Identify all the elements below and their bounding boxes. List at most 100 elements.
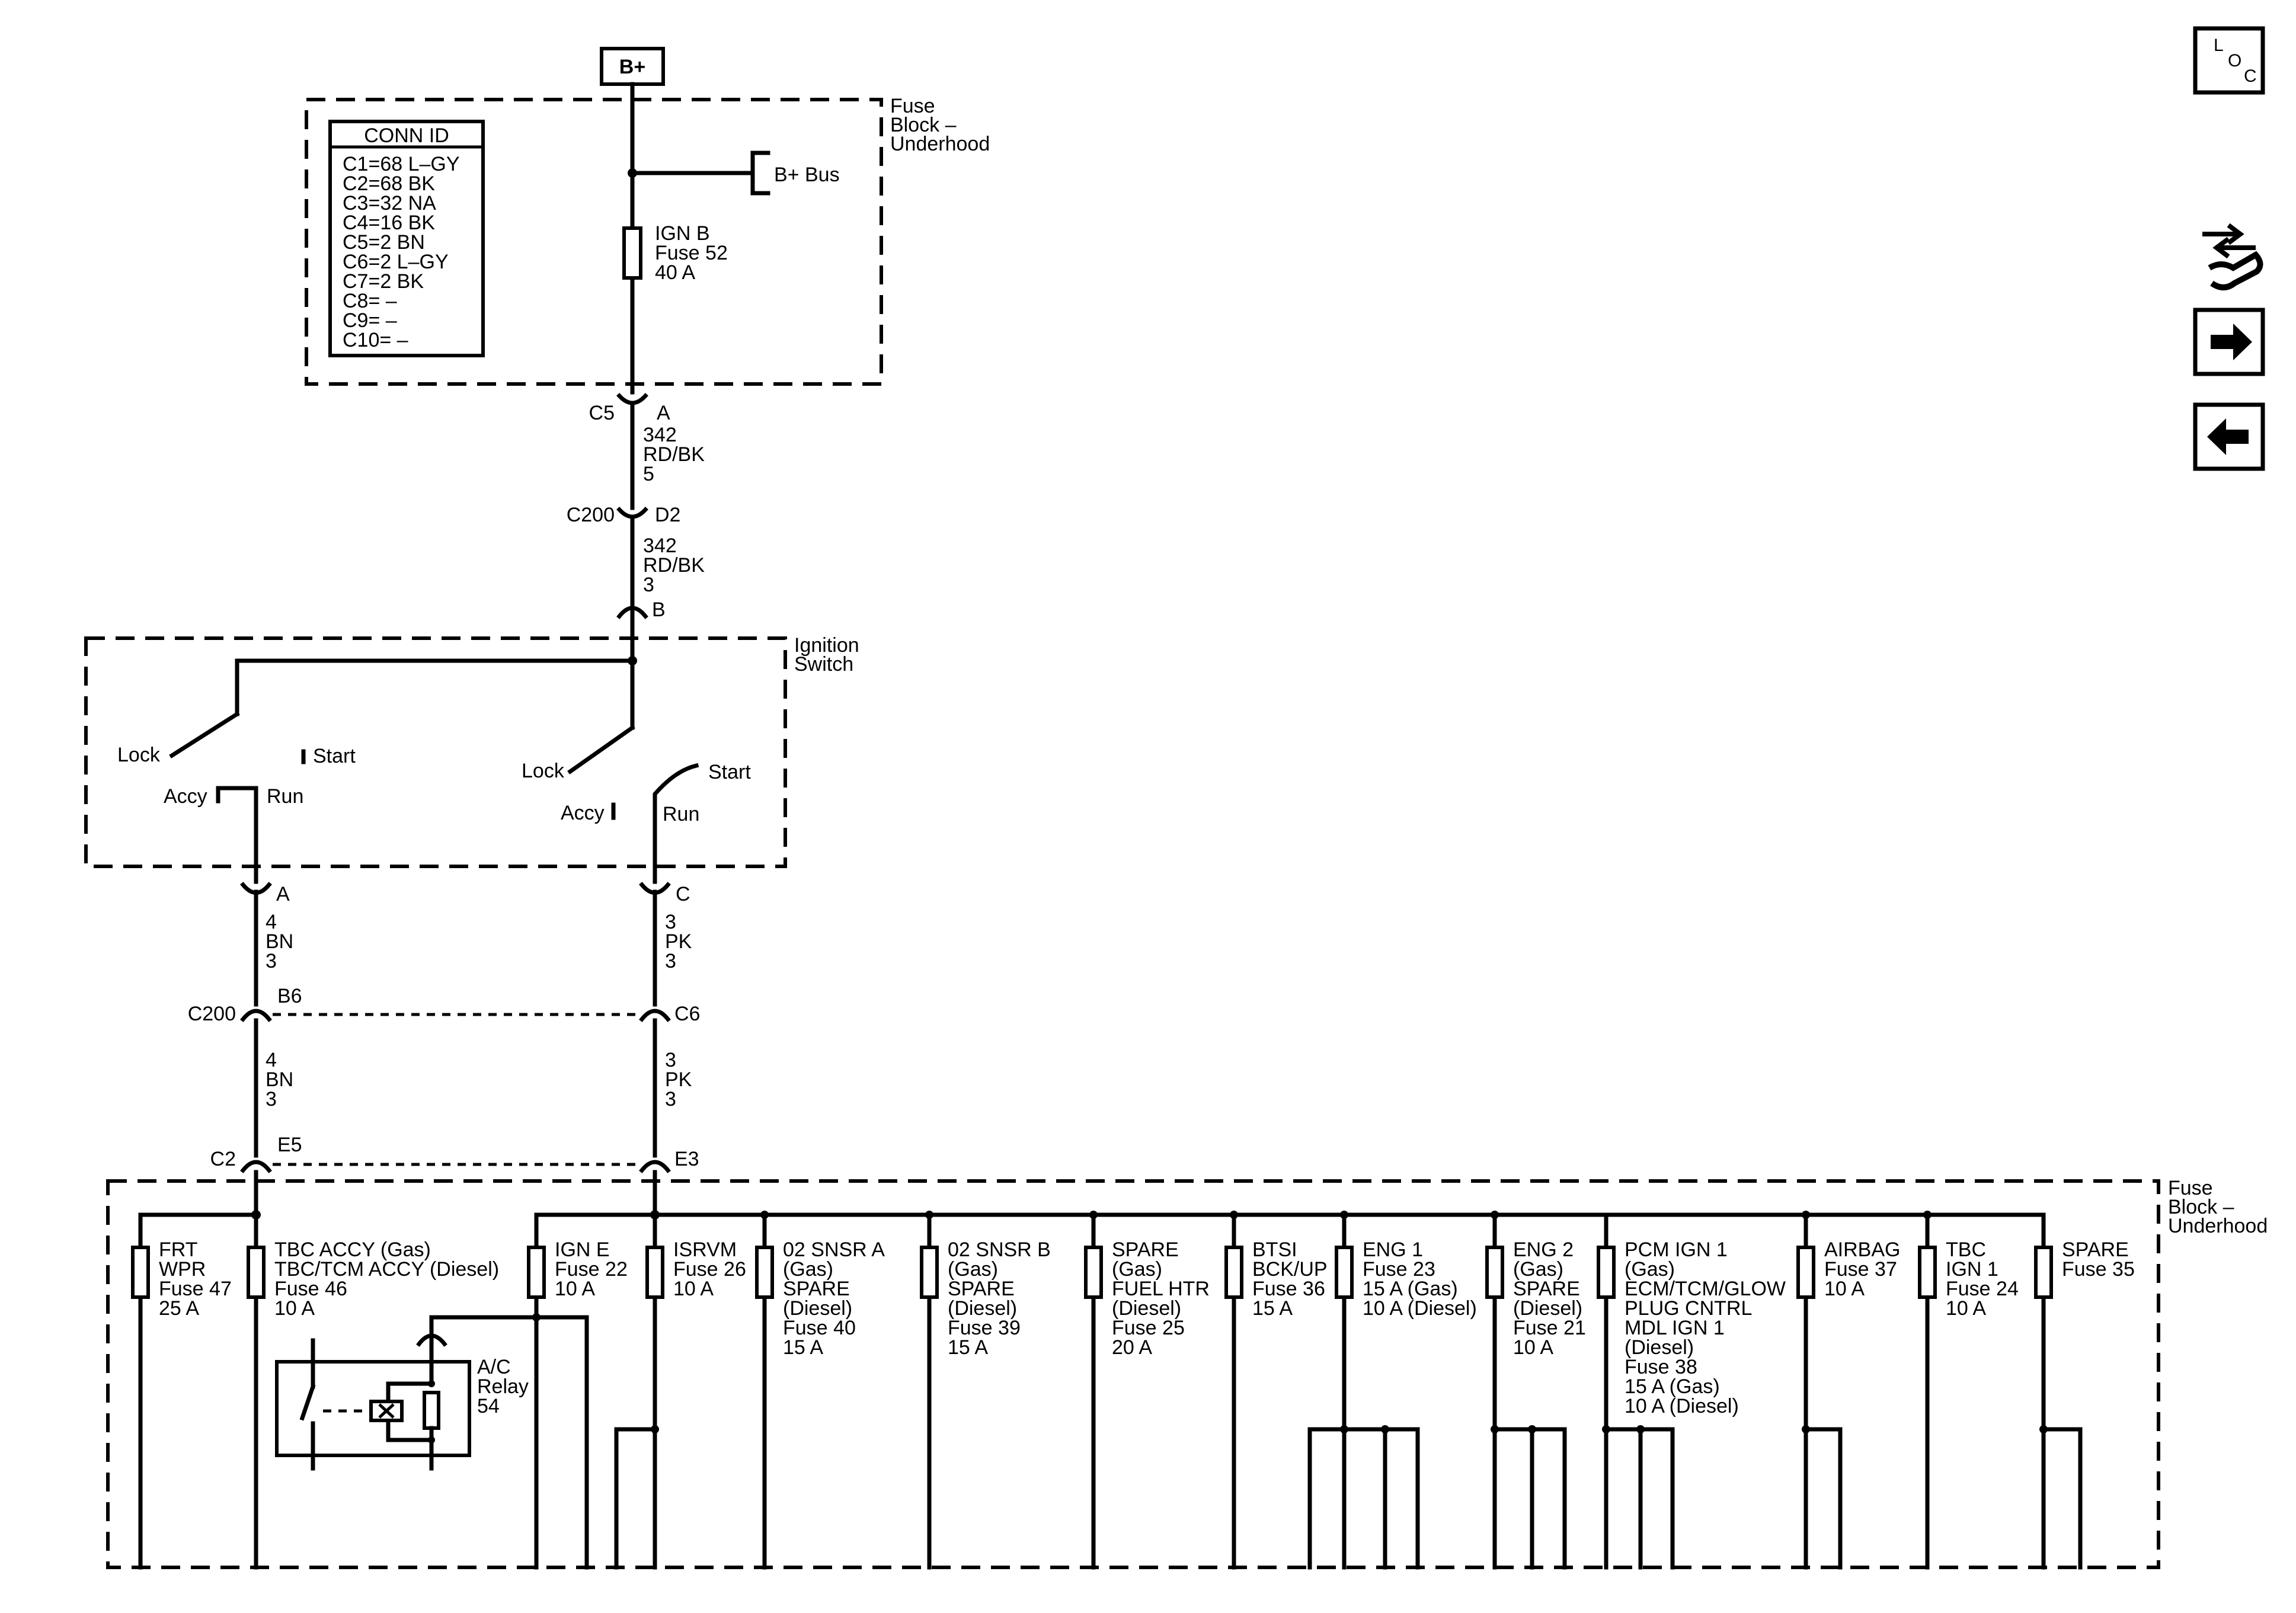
fuse-label: Fuse 26	[673, 1258, 746, 1281]
switch-left-lock: Lock	[117, 744, 161, 766]
fuse-label: BTSI	[1252, 1238, 1297, 1261]
fuse-label: IGN 1	[1946, 1258, 1998, 1281]
conn-id-row: C2=68 BK	[343, 172, 435, 195]
fuse-label: ENG 1	[1363, 1238, 1423, 1261]
arrow-left-icon[interactable]	[2193, 402, 2265, 471]
fuse-label: MDL IGN 1	[1625, 1317, 1725, 1339]
wire-w5-line: 3	[266, 1088, 277, 1110]
fuse-label: 10 A	[1513, 1336, 1553, 1359]
connector-c2-e5	[240, 1160, 272, 1173]
fuse-label: Fuse 38	[1625, 1356, 1697, 1378]
fuse-block-bottom	[106, 1179, 2160, 1569]
fuse-label: (Gas)	[783, 1258, 833, 1281]
fuse-label: BCK/UP	[1252, 1258, 1328, 1281]
connector-c5-label: C5	[589, 402, 615, 424]
wire-w6-line: 3	[665, 1088, 676, 1110]
conn-id-row: C9= –	[343, 309, 397, 332]
connector-switch-c-pin: C	[676, 883, 690, 905]
ac-relay	[275, 1315, 471, 1471]
fuse-label: TBC/TCM ACCY (Diesel)	[274, 1258, 499, 1281]
connector-c200-b6-pin: B6	[277, 985, 302, 1007]
wire-w3-line: 4	[266, 911, 277, 933]
fuse-label: (Gas)	[1112, 1258, 1162, 1281]
fuse-label: TBC ACCY (Gas)	[274, 1238, 431, 1261]
fuse-label: 20 A	[1112, 1336, 1152, 1359]
svg-text:O: O	[2228, 51, 2241, 71]
arrow-right-icon[interactable]	[2193, 308, 2265, 376]
fuse-label: 10 A	[673, 1278, 714, 1300]
connector-c200-c6-pin: C6	[674, 1003, 700, 1025]
loc-icon[interactable]: L O C	[2193, 26, 2265, 95]
connector-c200-top-pin: D2	[655, 504, 680, 526]
conn-id-row: C10= –	[343, 329, 408, 351]
fuse-label: (Diesel)	[1513, 1297, 1582, 1320]
ac-relay-label: Relay	[477, 1375, 529, 1398]
switch-left-accy: Accy	[164, 785, 207, 808]
fuse-label: Fuse 24	[1946, 1278, 2019, 1300]
fuse-label: 10 A	[1946, 1297, 1986, 1320]
conn-id-row: C5=2 BN	[343, 231, 425, 254]
ac-relay-label: A/C	[477, 1356, 511, 1378]
fuse-52-line: 40 A	[655, 261, 695, 284]
fuse-label: ECM/TCM/GLOW	[1625, 1278, 1786, 1300]
fuse-label: Fuse 46	[274, 1278, 347, 1300]
fuse-label: SPARE	[2062, 1238, 2129, 1261]
wire-w4-line: PK	[665, 930, 692, 953]
connector-c200-top-label: C200	[567, 504, 615, 526]
ignition-switch-title-1: Ignition	[794, 634, 859, 657]
connector-c2-e5-pin: E5	[277, 1134, 302, 1156]
wire-w3-line: BN	[266, 930, 293, 953]
bplus-bus-label: B+ Bus	[774, 164, 840, 186]
connector-c5-pin: A	[657, 402, 670, 424]
fuse-block-top-title-2: Block –	[890, 114, 957, 136]
fuse-label: Fuse 36	[1252, 1278, 1325, 1300]
fuse-label: PLUG CNTRL	[1625, 1297, 1752, 1320]
fuse-label: ISRVM	[673, 1238, 737, 1261]
fuse-block-top-title-3: Underhood	[890, 133, 990, 155]
wire-w4-line: 3	[665, 911, 676, 933]
fuse-label: 10 A	[274, 1297, 315, 1320]
fuse-label: Fuse 39	[948, 1317, 1021, 1339]
fuse-block-bottom-title-3: Underhood	[2168, 1215, 2268, 1237]
fuse-label: PCM IGN 1	[1625, 1238, 1728, 1261]
connector-switch-b-pin: B	[652, 599, 666, 621]
switch-right-contact	[567, 725, 635, 775]
fuse-label: 10 A (Diesel)	[1625, 1395, 1739, 1417]
connector-c200-bot-label: C200	[188, 1003, 236, 1025]
conn-id-row: C3=32 NA	[343, 192, 436, 215]
ac-relay-label: 54	[477, 1395, 500, 1417]
wire-w1-line: 5	[643, 463, 654, 485]
wire-w6-line: 3	[665, 1049, 676, 1071]
wire-w1-line: RD/BK	[643, 443, 705, 466]
fuse-label: Fuse 22	[555, 1258, 628, 1281]
ignition-switch-title-2: Switch	[794, 653, 853, 676]
connector-c2-e3-pin: E3	[674, 1148, 699, 1170]
fuse-label: SPARE	[1112, 1238, 1179, 1261]
fuse-52-line: IGN B	[655, 222, 710, 245]
fuse-label: 15 A	[783, 1336, 823, 1359]
fuse-label: (Diesel)	[783, 1297, 852, 1320]
wrench-arrows-icon[interactable]	[2202, 223, 2263, 290]
fuse-52-line: Fuse 52	[655, 242, 728, 264]
conn-id-row: C4=16 BK	[343, 212, 435, 234]
switch-left-start: Start	[313, 745, 356, 767]
wire-w5-line: 4	[266, 1049, 277, 1071]
connector-c2-e3	[639, 1160, 671, 1173]
battery-source-label: B+	[619, 56, 645, 78]
fuse-label: 15 A (Gas)	[1625, 1375, 1720, 1398]
conn-id-row: C1=68 L–GY	[343, 153, 460, 175]
fuse-columns	[131, 1212, 2053, 1570]
switch-left-run: Run	[267, 785, 303, 808]
switch-right-accy: Accy	[561, 802, 605, 824]
conn-id-title: CONN ID	[364, 124, 449, 147]
fuse-label: 10 A (Diesel)	[1363, 1297, 1477, 1320]
fuse-label: 15 A (Gas)	[1363, 1278, 1458, 1300]
conn-id-row: C6=2 L–GY	[343, 251, 449, 273]
fuse-block-bottom-title-1: Fuse	[2168, 1177, 2213, 1199]
fuse-label: (Gas)	[1625, 1258, 1675, 1281]
fuse-label: Fuse 35	[2062, 1258, 2135, 1281]
switch-left-contact	[169, 711, 240, 759]
fuse-label: Fuse 23	[1363, 1258, 1435, 1281]
fuse-label: (Diesel)	[1112, 1297, 1181, 1320]
